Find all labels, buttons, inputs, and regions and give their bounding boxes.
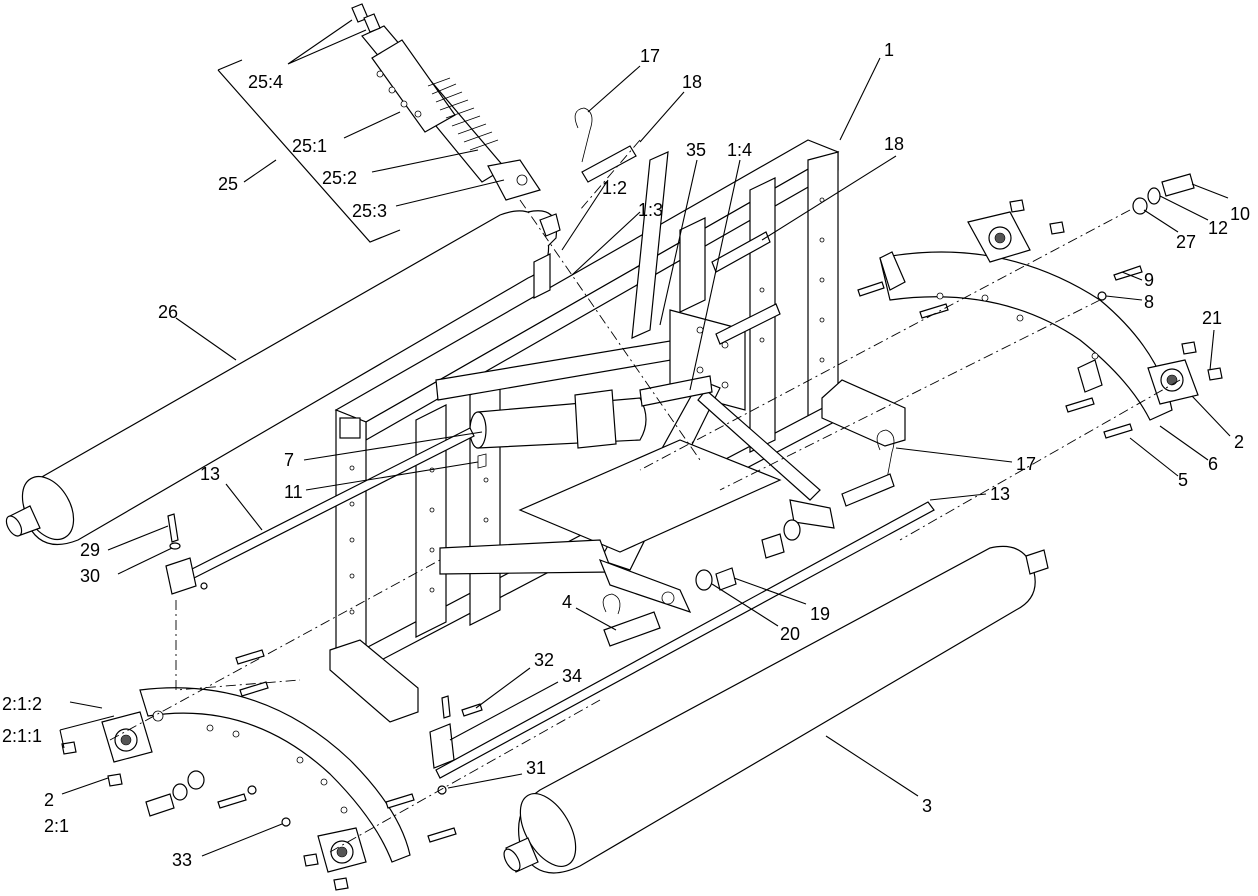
callout-17-right: 17 [1016, 454, 1036, 474]
callout-29: 29 [80, 540, 100, 560]
callout-9: 9 [1144, 270, 1154, 290]
callout-5: 5 [1178, 470, 1188, 490]
callout-18-top: 18 [682, 72, 702, 92]
roller-26 [5, 210, 561, 546]
callout-1-2: 1:2 [602, 178, 627, 198]
callout-25: 25 [218, 174, 238, 194]
callout-17-top: 17 [640, 46, 660, 66]
callout-18-right: 18 [884, 134, 904, 154]
hitch-assembly [435, 151, 835, 614]
callout-27: 27 [1176, 232, 1196, 252]
callout-34: 34 [562, 666, 582, 686]
side-plate-6 [857, 173, 1223, 439]
leader-lines [59, 19, 1231, 857]
callout-labels: 1 17 18 35 1:4 18 1:2 1:3 25:4 25:1 25:2… [2, 40, 1250, 870]
bracket-29-30 [165, 513, 208, 595]
spring-cylinder-25 [351, 3, 541, 201]
callout-19: 19 [810, 604, 830, 624]
side-plate-left [61, 649, 457, 891]
callout-1-4: 1:4 [727, 140, 752, 160]
callout-2-left: 2 [44, 790, 54, 810]
callout-3: 3 [922, 796, 932, 816]
roller-3 [503, 545, 1049, 874]
callout-1-3: 1:3 [638, 200, 663, 220]
callout-2-1-2: 2:1:2 [2, 694, 42, 714]
callout-2-right: 2 [1234, 432, 1244, 452]
hardware-small-parts [477, 107, 895, 647]
assembly-bracket-25 [217, 59, 401, 243]
strap-13-right [435, 501, 935, 779]
callout-8: 8 [1144, 292, 1154, 312]
callout-25-4: 25:4 [248, 72, 283, 92]
callout-26: 26 [158, 302, 178, 322]
callout-20: 20 [780, 624, 800, 644]
callout-13-left: 13 [200, 464, 220, 484]
callout-6: 6 [1208, 454, 1218, 474]
bracket-31-34 [429, 695, 483, 795]
callout-10: 10 [1230, 204, 1250, 224]
callout-2-1: 2:1 [44, 816, 69, 836]
callout-13-right: 13 [990, 484, 1010, 504]
assembly-centerlines [109, 139, 1181, 853]
callout-30: 30 [80, 566, 100, 586]
callout-11: 11 [284, 482, 303, 502]
callout-32: 32 [534, 650, 554, 670]
callout-25-2: 25:2 [322, 168, 357, 188]
callout-2-1-1: 2:1:1 [2, 726, 42, 746]
callout-12: 12 [1208, 218, 1228, 238]
callout-21: 21 [1202, 308, 1222, 328]
callout-1: 1 [884, 40, 894, 60]
callout-4: 4 [562, 592, 572, 612]
callout-31: 31 [526, 758, 546, 778]
callout-33: 33 [172, 850, 192, 870]
callout-25-3: 25:3 [352, 201, 387, 221]
callout-25-1: 25:1 [292, 136, 327, 156]
callout-35: 35 [686, 140, 706, 160]
callout-7: 7 [284, 450, 294, 470]
